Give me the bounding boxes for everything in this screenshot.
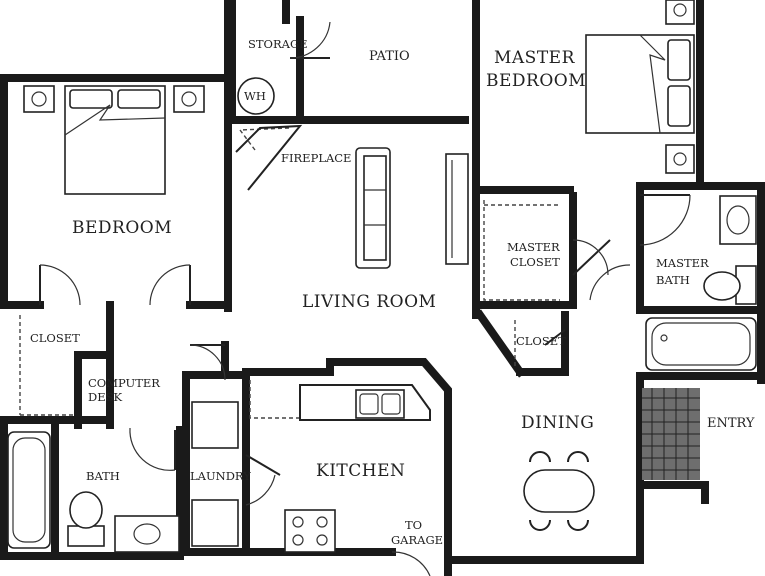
label-storage: STORAGE	[248, 37, 308, 51]
label-master-closet-line1: MASTER	[507, 240, 560, 254]
label-computer-desk-line2: DESK	[88, 390, 122, 404]
dining-table	[523, 451, 595, 531]
label-kitchen: KITCHEN	[316, 461, 405, 481]
nightstand-master	[665, 0, 695, 174]
label-dining: DINING	[521, 413, 594, 433]
room-labels: STORAGE PATIO MASTER BEDROOM WH FIREPLAC…	[30, 37, 755, 547]
label-master-bedroom-line2: BEDROOM	[486, 71, 586, 91]
closet-rods	[19, 127, 560, 419]
label-laundry: LAUNDRY	[190, 469, 251, 483]
label-master-bedroom-line1: MASTER	[494, 48, 576, 68]
water-heater	[237, 77, 275, 115]
label-water-heater: WH	[244, 89, 266, 103]
master-bath-fixtures	[645, 195, 757, 371]
bed-left	[64, 85, 166, 195]
label-computer-desk-line1: COMPUTER	[88, 376, 160, 390]
nightstand-left	[23, 85, 205, 113]
label-patio: PATIO	[369, 49, 410, 64]
label-to-garage-line2: GARAGE	[391, 533, 443, 547]
label-master-bath-line1: MASTER	[656, 256, 709, 270]
tv-console	[445, 153, 469, 265]
label-master-closet-line2: CLOSET	[510, 255, 560, 269]
label-master-bath-line2: BATH	[656, 273, 690, 287]
kitchen-counters	[284, 384, 431, 553]
bed-master	[585, 34, 695, 134]
label-bedroom: BEDROOM	[72, 218, 172, 238]
label-bath: BATH	[86, 469, 120, 483]
laundry-machines	[191, 401, 239, 547]
label-closet-center: CLOSET	[516, 334, 566, 348]
sofa	[355, 147, 391, 269]
entry-tile	[642, 388, 700, 480]
doors	[39, 21, 691, 576]
label-to-garage-line1: TO	[405, 518, 422, 532]
label-entry: ENTRY	[707, 416, 755, 431]
label-closet-left: CLOSET	[30, 331, 80, 345]
bath-fixtures	[7, 431, 180, 553]
fireplace	[235, 124, 303, 191]
label-living-room: LIVING ROOM	[302, 292, 436, 312]
label-fireplace: FIREPLACE	[281, 151, 351, 165]
